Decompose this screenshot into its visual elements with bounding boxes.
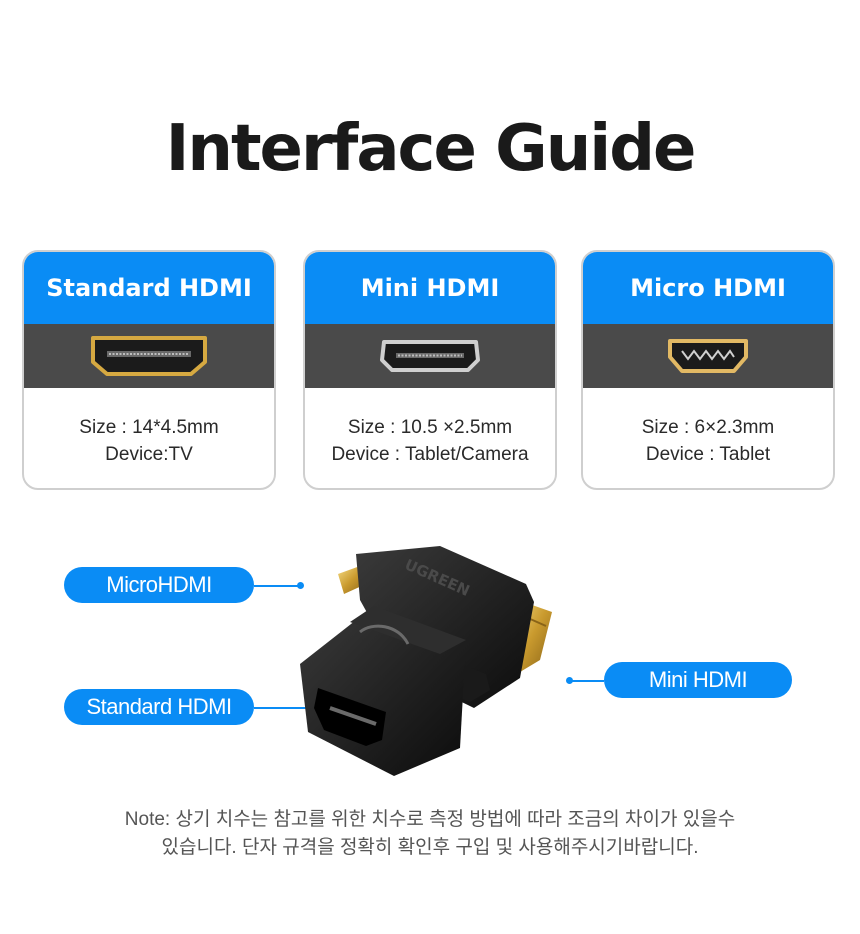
- card-standard-hdmi: Standard HDMI Size : 14*4.5mm Device:TV: [22, 250, 276, 490]
- label-standard-hdmi: Standard HDMI: [64, 689, 254, 725]
- port-illustration: [305, 324, 555, 388]
- leader-dot: [297, 582, 304, 589]
- mini-hdmi-port-icon: [380, 340, 480, 372]
- port-illustration: [24, 324, 274, 388]
- card-title: Mini HDMI: [305, 252, 555, 324]
- dimension-note: Note: 상기 치수는 참고를 위한 치수로 측정 방법에 따라 조금의 차이…: [0, 806, 860, 862]
- card-device: Device:TV: [105, 444, 193, 465]
- label-micro-hdmi: MicroHDMI: [64, 567, 254, 603]
- leader-line: [254, 707, 324, 709]
- micro-hdmi-port-icon: [668, 339, 748, 373]
- card-mini-hdmi: Mini HDMI Size : 10.5 ×2.5mm Device : Ta…: [303, 250, 557, 490]
- note-line-2: 있습니다. 단자 규격을 정확히 확인후 구입 및 사용해주시기바랍니다.: [161, 837, 699, 858]
- leader-line: [570, 680, 604, 682]
- card-size: Size : 6×2.3mm: [641, 417, 775, 438]
- card-size: Size : 14*4.5mm: [79, 417, 219, 438]
- adapter-product-image: UGREEN: [300, 546, 552, 776]
- standard-hdmi-port-icon: [91, 336, 207, 376]
- leader-dot: [566, 677, 573, 684]
- card-size: Size : 10.5 ×2.5mm: [347, 417, 513, 438]
- port-illustration: [583, 324, 833, 388]
- label-mini-hdmi: Mini HDMI: [604, 662, 792, 698]
- card-device: Device : Tablet: [645, 444, 771, 465]
- card-micro-hdmi: Micro HDMI Size : 6×2.3mm Device : Table…: [581, 250, 835, 490]
- card-title: Standard HDMI: [24, 252, 274, 324]
- note-line-1: Note: 상기 치수는 참고를 위한 치수로 측정 방법에 따라 조금의 차이…: [124, 809, 736, 830]
- card-title: Micro HDMI: [583, 252, 833, 324]
- page-title: Interface Guide: [165, 112, 697, 186]
- leader-line: [254, 585, 300, 587]
- card-device: Device : Tablet/Camera: [331, 444, 529, 465]
